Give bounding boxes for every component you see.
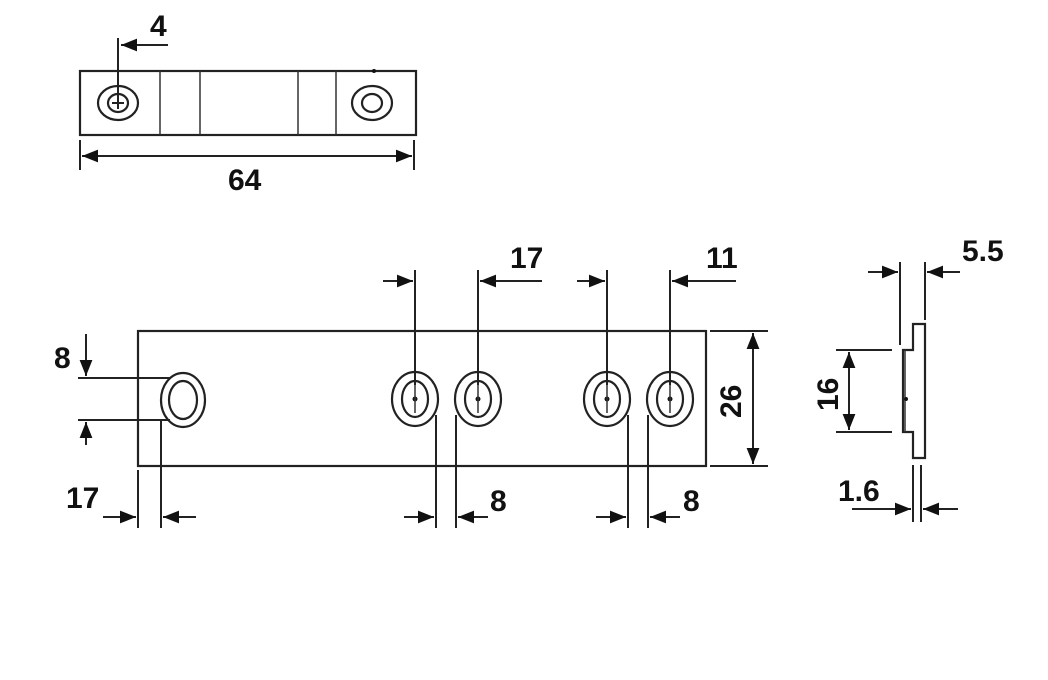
left-offset-label: 17 xyxy=(66,482,99,515)
front-view: 8 17 17 11 8 8 26 xyxy=(54,242,768,528)
side-thick-label: 1.6 xyxy=(838,475,880,508)
pair1-width-label: 8 xyxy=(490,485,507,518)
slot-center-marks xyxy=(412,385,673,413)
pair2-spacing-label: 11 xyxy=(706,242,738,275)
side-profile xyxy=(901,322,927,460)
top-view: 4 64 xyxy=(78,10,418,197)
pair1-spacing-label: 17 xyxy=(510,242,543,275)
top-length-label: 64 xyxy=(228,164,262,197)
left-slot-height-label: 8 xyxy=(54,342,71,375)
top-right-hole-inner xyxy=(360,92,384,114)
top-offset-label: 4 xyxy=(150,10,167,43)
height-label: 26 xyxy=(715,385,748,418)
side-view: 5.5 16 1.6 xyxy=(812,235,1004,522)
side-height-label: 16 xyxy=(812,378,845,411)
side-flange-label: 5.5 xyxy=(962,235,1004,268)
front-left-slot-inner xyxy=(167,379,199,421)
side-center-mark xyxy=(904,397,908,401)
top-right-mark xyxy=(372,69,376,73)
pair2-width-label: 8 xyxy=(683,485,700,518)
